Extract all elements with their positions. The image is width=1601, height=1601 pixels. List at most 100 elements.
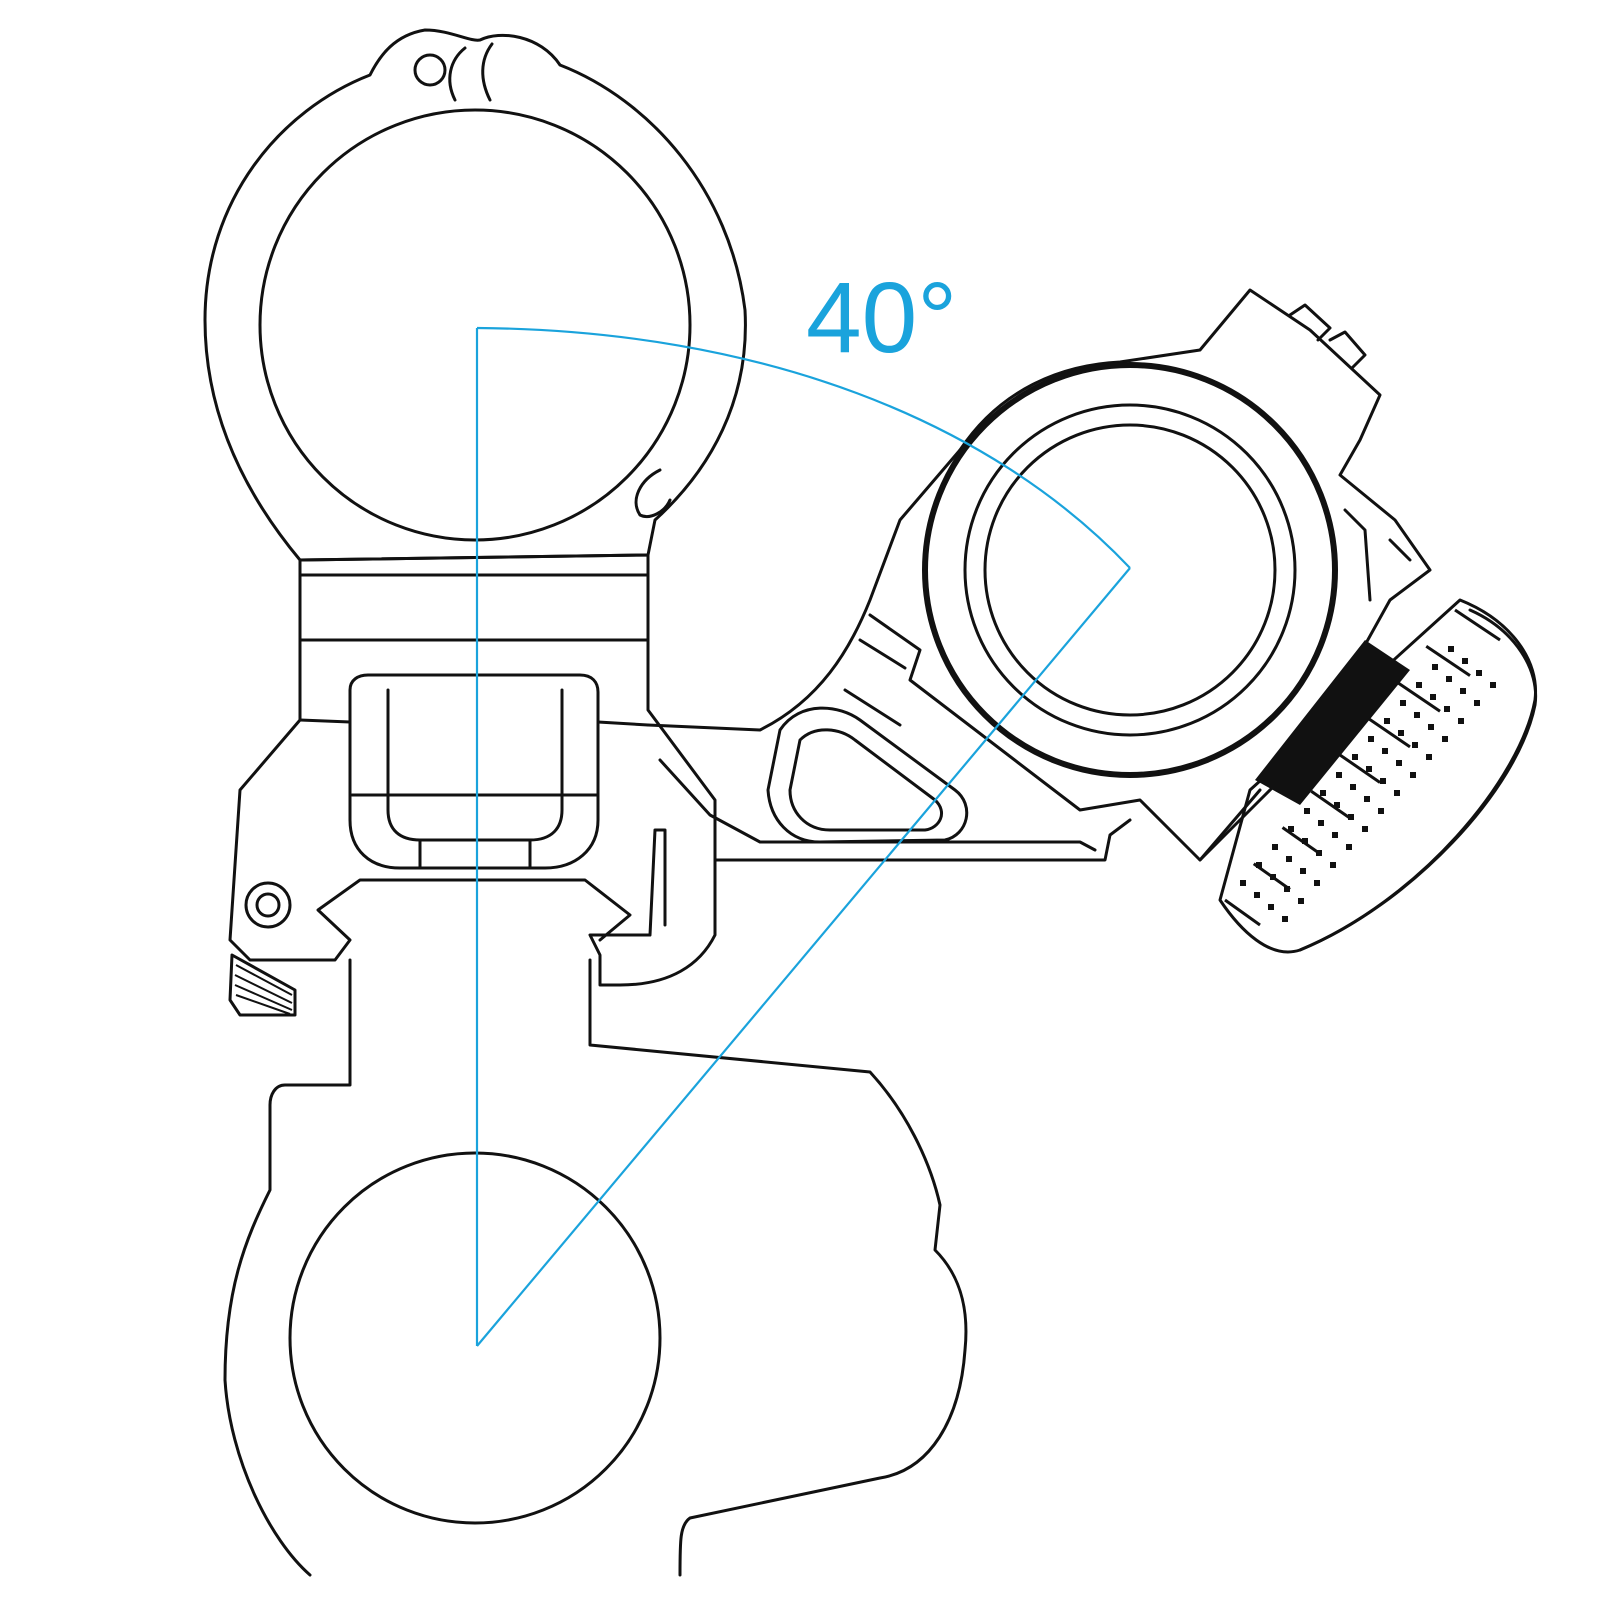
knurl-ridge [1367,717,1411,749]
graduation-mark [1282,916,1288,922]
graduation-mark [1318,820,1324,826]
graduation-mark [1430,694,1436,700]
dial-face [1298,608,1538,952]
offset-arm-window [766,706,969,844]
graduation-mark [1432,664,1438,670]
graduation-mark [1460,688,1466,694]
knurl-ridge [1310,790,1351,820]
optic-lens-ring [963,403,1297,737]
graduation-mark [1442,736,1448,742]
graduation-mark [1336,772,1342,778]
lower-bore [288,1151,662,1525]
graduation-mark [1300,868,1306,874]
graduation-mark [1348,814,1354,820]
offset-arm-window-inner [788,728,943,832]
graduation-mark [1426,754,1432,760]
graduation-mark [1368,736,1374,742]
graduation-mark [1320,790,1326,796]
graduation-mark [1446,676,1452,682]
upper-ring [203,28,747,562]
graduation-mark [1398,730,1404,736]
graduation-mark [1330,862,1336,868]
graduation-mark [1286,856,1292,862]
graduation-mark [1362,826,1368,832]
angled-reference-line [476,567,1131,1347]
cross-bolt-head [244,881,292,929]
graduation-mark [1412,742,1418,748]
graduation-mark [1272,844,1278,850]
cross-bolt-hex [255,892,281,918]
graduation-mark [1314,880,1320,886]
graduation-mark [1302,838,1308,844]
graduation-mark [1268,904,1274,910]
offset-arm-outline [646,448,1132,862]
graduation-mark [1400,700,1406,706]
graduation-mark [1240,880,1246,886]
offset-arm-brace [658,758,1097,852]
lever-nut-ridges [234,964,293,1015]
ring-screw-hole [413,53,447,87]
graduation-mark [1256,862,1262,868]
graduation-mark [1448,646,1454,652]
graduation-mark [1444,706,1450,712]
graduation-mark [1288,826,1294,832]
graduation-mark [1410,772,1416,778]
clamp-window [348,673,600,870]
receiver-outline [223,958,968,1577]
graduation-mark [1284,886,1290,892]
graduation-mark [1366,766,1372,772]
offset-plate [868,613,1262,862]
graduation-mark [1416,682,1422,688]
knurl-ridge [1339,753,1381,784]
graduation-mark [1380,778,1386,784]
optic-housing [958,288,1432,862]
graduation-mark [1476,670,1482,676]
side-rail [1343,508,1412,602]
angle-arc [476,326,1131,569]
ring-split-slot [448,42,494,102]
graduation-mark [1474,700,1480,706]
angle-annotation [475,326,1131,1347]
knurl-ridge [1396,681,1441,713]
mount-body-outline [228,553,717,987]
body-ledge [298,718,650,727]
graduation-mark [1490,682,1496,688]
graduation-mark [1394,790,1400,796]
dial-graduations [1240,646,1496,922]
graduation-mark [1364,796,1370,802]
dial-clamp-band [1255,640,1410,805]
upper-ring-outline [203,28,747,562]
graduation-mark [1350,784,1356,790]
graduation-mark [1458,718,1464,724]
graduation-mark [1428,724,1434,730]
graduation-mark [1298,898,1304,904]
graduation-mark [1414,712,1420,718]
rail-receiver [223,958,968,1577]
graduation-mark [1346,844,1352,850]
graduation-mark [1304,808,1310,814]
ring-inner-notch [634,468,672,518]
offset-plate-edge [843,638,907,727]
graduation-mark [1332,832,1338,838]
graduation-mark [1352,754,1358,760]
knurl-ridge [1224,898,1261,927]
optic-lens-housing [922,362,1338,778]
angle-label: 40° [806,262,958,374]
graduation-mark [1382,748,1388,754]
graduation-mark [1462,658,1468,664]
graduation-mark [1384,718,1390,724]
graduation-mark [1270,874,1276,880]
lever-nut [228,953,297,1017]
mount-body [228,553,717,1017]
clamp-window-inner [386,688,564,842]
adjustment-dial [1218,598,1538,954]
upper-ring-bore [258,108,692,542]
graduation-mark [1396,760,1402,766]
graduation-mark [1334,802,1340,808]
graduation-mark [1378,808,1384,814]
red-dot-optic [922,288,1432,862]
optic-lens [983,423,1277,717]
offset-arm [646,448,1262,862]
